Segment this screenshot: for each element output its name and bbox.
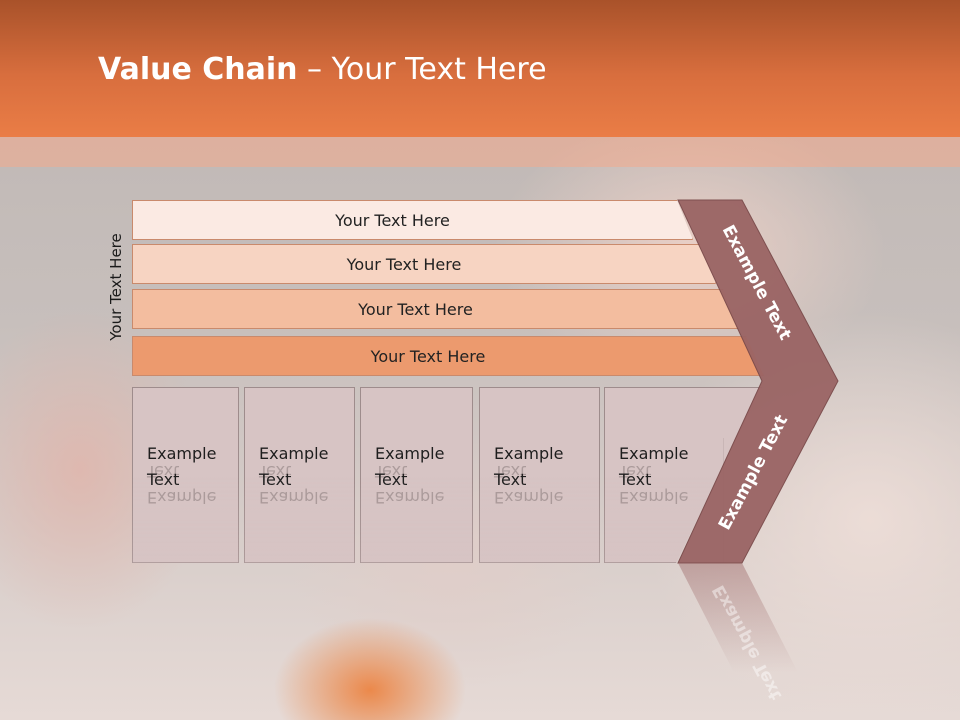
support-bar-1-label: Your Text Here [335,210,450,230]
activity-box-3-line1: Example [375,441,472,467]
activity-box-1-line1: Example [147,441,238,467]
activity-box-2: Example Text [244,387,355,563]
support-bar-4: Your Text Here [132,336,764,376]
activity-box-4-line2: Text [494,467,599,493]
activity-box-5-line2: Text [619,467,761,493]
support-bar-3: Your Text Here [132,289,739,329]
support-bar-2-label: Your Text Here [346,254,462,274]
activity-box-1-line2: Text [147,467,238,493]
header-bar [0,0,960,137]
title-rest: – Your Text Here [297,52,547,87]
activity-box-3-line2: Text [375,467,472,493]
activity-box-3: Example Text [360,387,473,563]
activity-box-1: Example Text [132,387,239,563]
support-bar-4-label: Your Text Here [370,346,486,366]
support-bar-1: Your Text Here [132,200,693,240]
activity-box-4-line1: Example [494,441,599,467]
header-strip [0,137,960,167]
chevron-shape [677,199,839,564]
support-bar-3-label: Your Text Here [358,299,473,319]
activity-box-5-line1: Example [619,441,761,467]
activity-box-2-line1: Example [259,441,354,467]
support-bar-2: Your Text Here [132,244,716,284]
activity-box-2-line2: Text [259,467,354,493]
chevron-reflection [678,563,812,700]
activity-box-4: Example Text [479,387,600,563]
slide-title: Value Chain – Your Text Here [98,52,547,87]
title-bold: Value Chain [98,52,298,87]
